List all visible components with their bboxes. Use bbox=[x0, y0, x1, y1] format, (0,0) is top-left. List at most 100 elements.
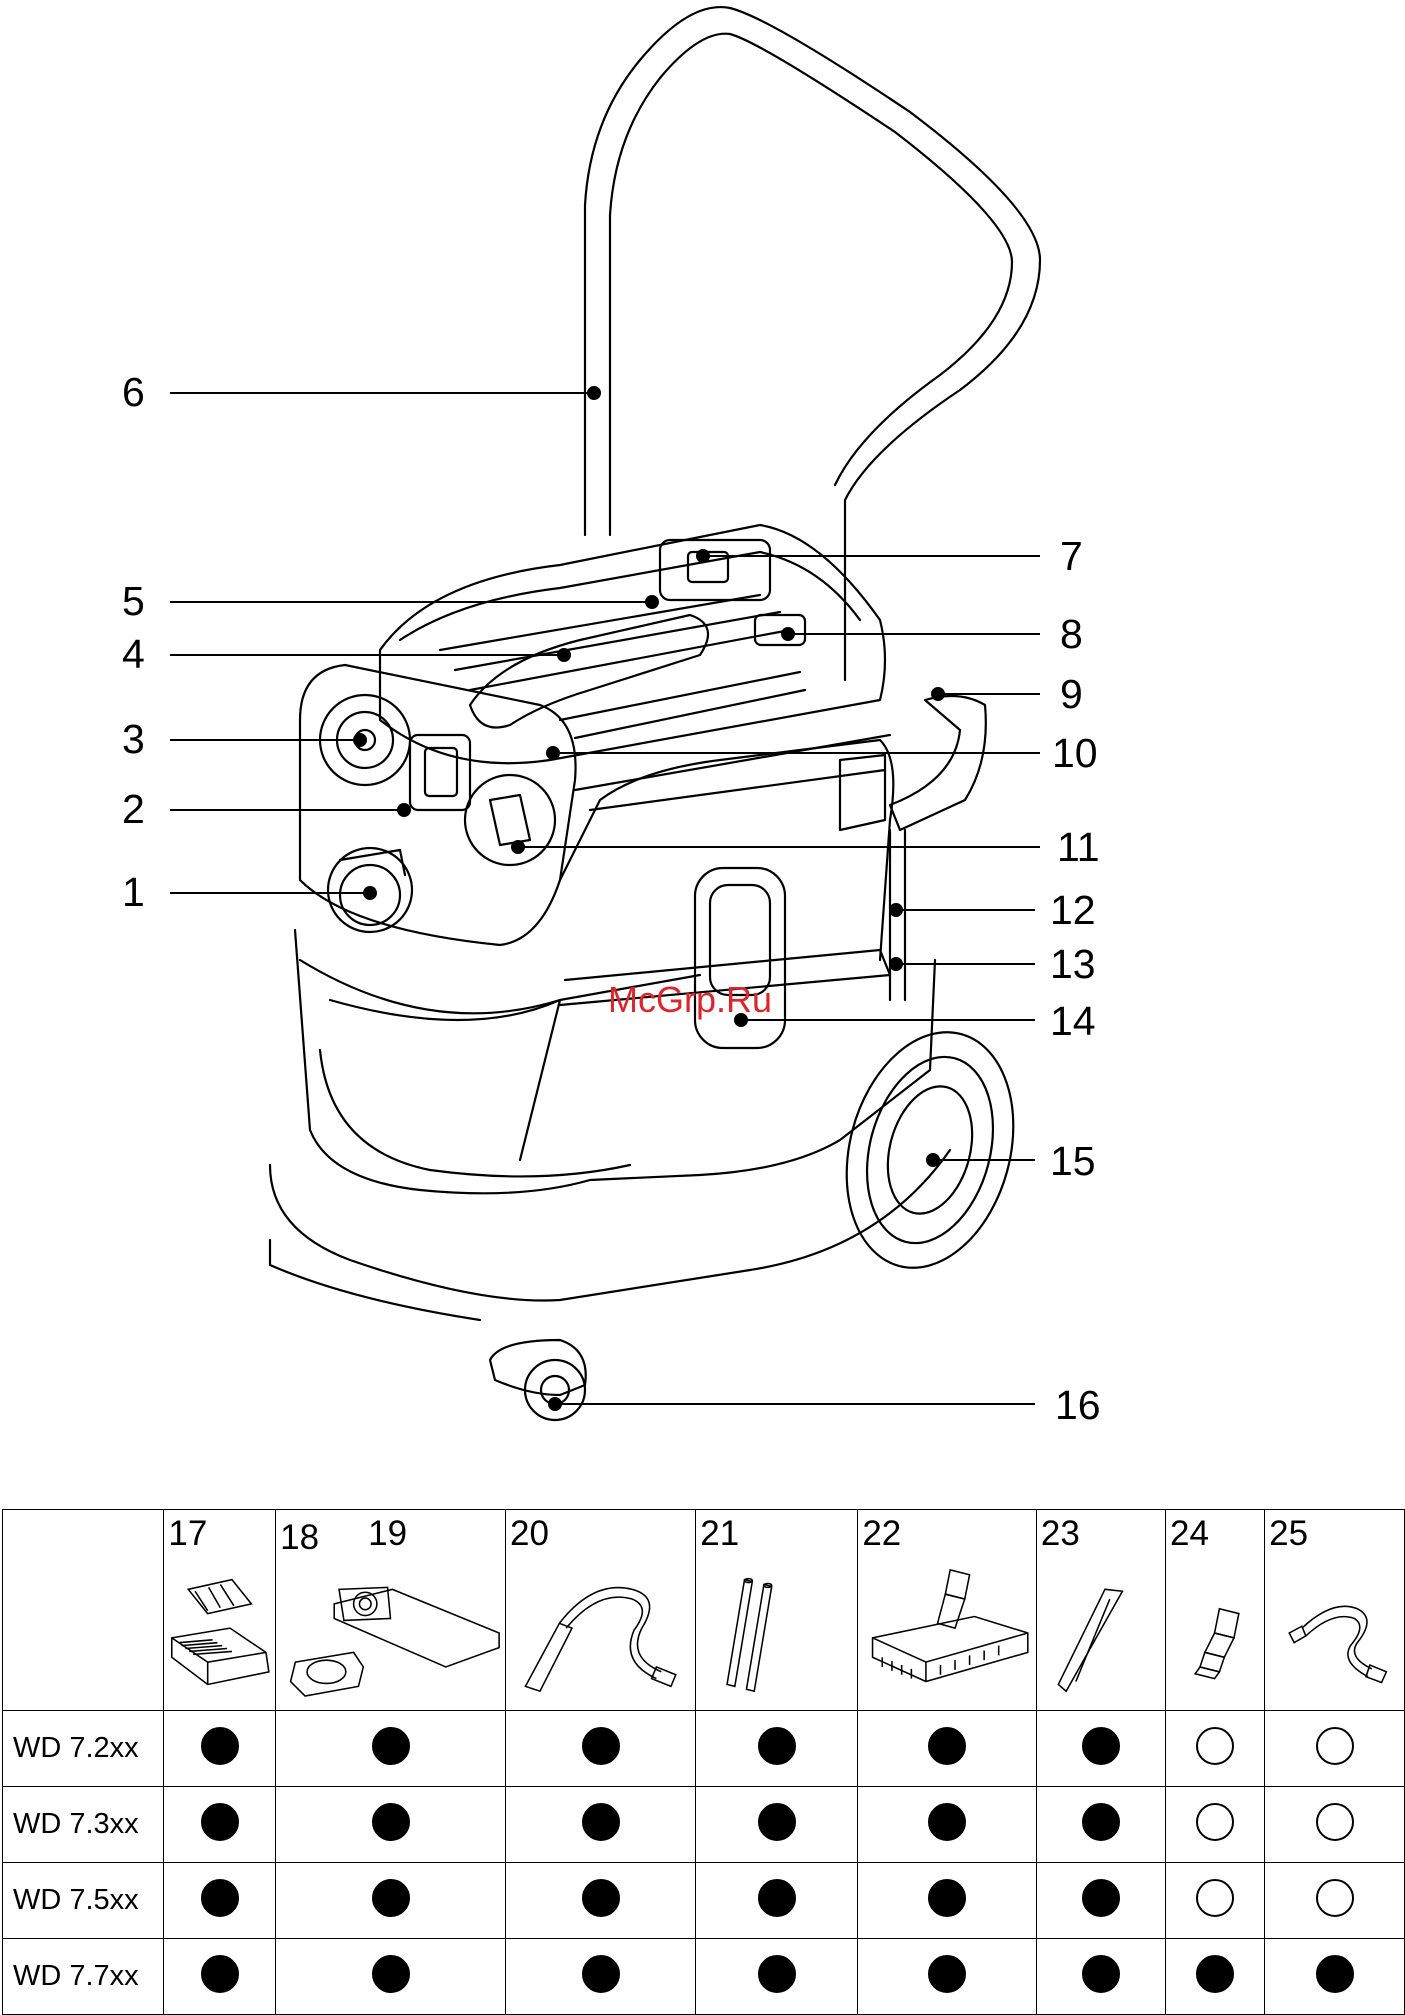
column-number: 25 bbox=[1269, 1514, 1308, 1554]
callout-2: 2 bbox=[122, 786, 145, 832]
column-header-18-19: 18 19 bbox=[276, 1510, 506, 1711]
availability-cell bbox=[1166, 1711, 1265, 1787]
floor-nozzle-icon bbox=[858, 1558, 1036, 1708]
column-header-22: 22 bbox=[858, 1510, 1037, 1711]
included-dot bbox=[372, 1727, 410, 1765]
column-number: 23 bbox=[1041, 1514, 1080, 1554]
accessory-holder bbox=[890, 696, 986, 830]
availability-cell bbox=[696, 1787, 858, 1863]
availability-cell bbox=[1166, 1939, 1265, 2015]
callout-8: 8 bbox=[1060, 611, 1083, 657]
corner-cell bbox=[3, 1510, 164, 1711]
availability-cell bbox=[858, 1787, 1037, 1863]
filter-icon bbox=[164, 1558, 275, 1708]
filter-bag-icon bbox=[276, 1558, 505, 1708]
crevice-nozzle-icon bbox=[1037, 1558, 1165, 1708]
column-number: 24 bbox=[1170, 1514, 1209, 1554]
included-dot bbox=[928, 1879, 966, 1917]
included-dot bbox=[372, 1955, 410, 1993]
availability-cell bbox=[858, 1939, 1037, 2015]
push-handle bbox=[585, 7, 1040, 680]
included-dot bbox=[758, 1879, 796, 1917]
optional-dot bbox=[1316, 1803, 1354, 1841]
callout-14: 14 bbox=[1050, 998, 1096, 1044]
included-dot bbox=[201, 1727, 239, 1765]
callout-9: 9 bbox=[1060, 671, 1083, 717]
optional-dot bbox=[1196, 1803, 1234, 1841]
availability-cell bbox=[506, 1863, 696, 1939]
callout-13: 13 bbox=[1050, 941, 1096, 987]
castor-wheel bbox=[490, 1340, 586, 1395]
availability-cell bbox=[696, 1711, 858, 1787]
column-header-25: 25 bbox=[1265, 1510, 1405, 1711]
included-dot bbox=[1082, 1879, 1120, 1917]
table-row: WD 7.2xx bbox=[3, 1711, 1405, 1787]
included-dot bbox=[582, 1803, 620, 1841]
column-number: 17 bbox=[168, 1514, 207, 1554]
column-number: 22 bbox=[862, 1514, 901, 1554]
model-name: WD 7.3xx bbox=[3, 1787, 164, 1863]
included-dot bbox=[1082, 1955, 1120, 1993]
column-number: 18 bbox=[280, 1518, 319, 1558]
extension-hose-icon bbox=[1265, 1558, 1404, 1708]
availability-cell bbox=[1265, 1939, 1405, 2015]
accessory-table: 17 18 19 bbox=[2, 1509, 1405, 2015]
watermark-text: McGrp.Ru bbox=[608, 979, 772, 1020]
column-number: 20 bbox=[510, 1514, 549, 1554]
availability-cell bbox=[164, 1711, 276, 1787]
included-dot bbox=[758, 1803, 796, 1841]
model-name: WD 7.7xx bbox=[3, 1939, 164, 2015]
availability-cell bbox=[1166, 1863, 1265, 1939]
availability-cell bbox=[164, 1863, 276, 1939]
column-header-20: 20 bbox=[506, 1510, 696, 1711]
callout-16: 16 bbox=[1055, 1382, 1101, 1428]
availability-cell bbox=[696, 1863, 858, 1939]
table-header-row: 17 18 19 bbox=[3, 1510, 1405, 1711]
included-dot bbox=[758, 1727, 796, 1765]
availability-cell bbox=[164, 1939, 276, 2015]
callout-15: 15 bbox=[1050, 1138, 1096, 1184]
included-dot bbox=[582, 1955, 620, 1993]
suction-tubes-icon bbox=[696, 1558, 857, 1708]
availability-cell bbox=[506, 1711, 696, 1787]
optional-dot bbox=[1196, 1727, 1234, 1765]
included-dot bbox=[1316, 1955, 1354, 1993]
table-row: WD 7.5xx bbox=[3, 1863, 1405, 1939]
availability-cell bbox=[1036, 1711, 1165, 1787]
included-dot bbox=[582, 1879, 620, 1917]
model-name: WD 7.2xx bbox=[3, 1711, 164, 1787]
table-row: WD 7.7xx bbox=[3, 1939, 1405, 2015]
vacuum-cleaner-diagram: 1 2 3 4 5 6 7 8 9 10 11 12 13 14 15 16 M… bbox=[0, 0, 1405, 1500]
availability-cell bbox=[696, 1939, 858, 2015]
included-dot bbox=[372, 1879, 410, 1917]
included-dot bbox=[201, 1803, 239, 1841]
optional-dot bbox=[1316, 1879, 1354, 1917]
callout-3: 3 bbox=[122, 716, 145, 762]
optional-dot bbox=[1196, 1879, 1234, 1917]
included-dot bbox=[201, 1879, 239, 1917]
included-dot bbox=[372, 1803, 410, 1841]
callout-4: 4 bbox=[122, 631, 145, 677]
availability-cell bbox=[1265, 1863, 1405, 1939]
optional-dot bbox=[1316, 1727, 1354, 1765]
availability-cell bbox=[858, 1711, 1037, 1787]
availability-cell bbox=[164, 1787, 276, 1863]
column-header-17: 17 bbox=[164, 1510, 276, 1711]
included-dot bbox=[1082, 1727, 1120, 1765]
callout-12: 12 bbox=[1050, 887, 1096, 933]
top-lid bbox=[380, 525, 885, 763]
power-switch bbox=[660, 540, 770, 600]
callout-7: 7 bbox=[1060, 533, 1083, 579]
column-number: 19 bbox=[368, 1514, 407, 1554]
availability-cell bbox=[1265, 1787, 1405, 1863]
column-number: 21 bbox=[700, 1514, 739, 1554]
availability-cell bbox=[858, 1863, 1037, 1939]
availability-cell bbox=[276, 1863, 506, 1939]
filter-cleaning-knob bbox=[465, 775, 555, 865]
model-name: WD 7.5xx bbox=[3, 1863, 164, 1939]
availability-cell bbox=[1166, 1787, 1265, 1863]
callout-10: 10 bbox=[1052, 730, 1098, 776]
included-dot bbox=[928, 1955, 966, 1993]
availability-cell bbox=[506, 1787, 696, 1863]
column-header-21: 21 bbox=[696, 1510, 858, 1711]
